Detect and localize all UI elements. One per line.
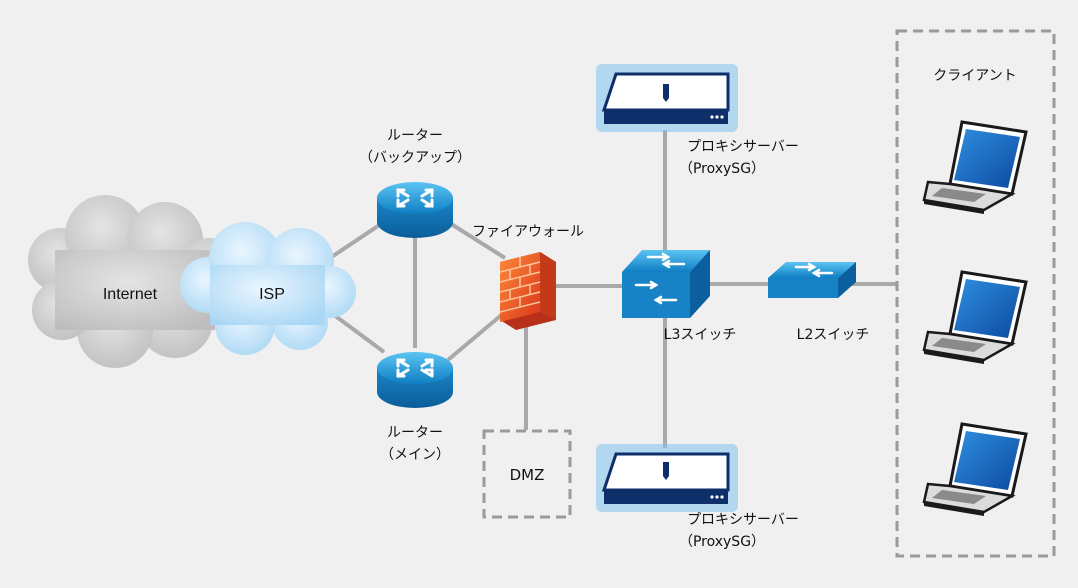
dmz-box (482, 429, 572, 519)
link-router-main-firewall (446, 310, 507, 362)
dmz-label: DMZ (510, 466, 545, 484)
link-router-backup-firewall (446, 220, 507, 260)
laptop-icon (922, 422, 1028, 516)
isp-cloud: ISP (180, 222, 356, 355)
l3-switch-icon (622, 250, 710, 318)
router-main-label-2: （メイン） (380, 447, 450, 463)
router-main (377, 352, 453, 408)
link-isp-router-backup (328, 220, 386, 260)
clients-title: クライアント (933, 68, 1016, 84)
router-arrows-icon (396, 188, 434, 208)
isp-label: ISP (259, 286, 285, 303)
l3-switch-label: L3スイッチ (664, 327, 737, 343)
firewall-icon (499, 252, 556, 330)
router-backup-label-1: ルーター (387, 128, 443, 144)
proxy-bottom-label-2: （ProxySG） (679, 534, 765, 550)
l2-switch-label: L2スイッチ (797, 327, 870, 343)
l2-switch-icon (768, 262, 856, 298)
proxy-top-label-1: プロキシサーバー (687, 139, 799, 155)
links (328, 130, 898, 448)
router-backup (377, 182, 453, 238)
router-backup-label-2: （バックアップ） (359, 150, 471, 166)
router-arrows-icon (396, 358, 434, 378)
internet-label: Internet (103, 286, 158, 303)
router-main-label-1: ルーター (387, 425, 443, 441)
proxy-bottom-icon (596, 444, 738, 512)
link-isp-router-main (328, 310, 386, 354)
proxy-top-label-2: （ProxySG） (679, 161, 765, 177)
proxy-top-icon (596, 64, 738, 132)
proxy-bottom-label-1: プロキシサーバー (687, 512, 799, 528)
laptop-icon (922, 270, 1028, 364)
laptop-icon (922, 120, 1028, 214)
firewall-label: ファイアウォール (472, 224, 584, 240)
